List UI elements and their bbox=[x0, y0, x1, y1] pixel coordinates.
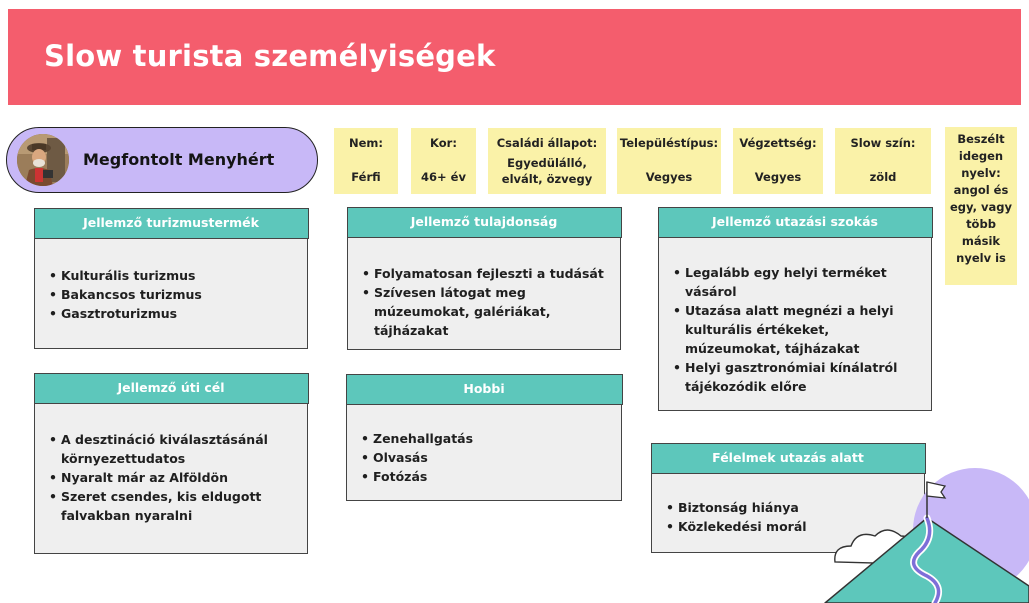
mountain-illustration bbox=[824, 468, 1029, 603]
card-trait-title: Jellemző tulajdonság bbox=[346, 206, 622, 238]
list-item: A desztináció kiválasztásánál környezett… bbox=[49, 430, 297, 468]
list-item: Legalább egy helyi terméket vásárol bbox=[673, 263, 925, 301]
note-settlement-type-label: Településtípus: bbox=[619, 136, 719, 150]
note-gender-label: Nem: bbox=[348, 136, 383, 150]
card-hobby: Hobbi Zenehallgatás Olvasás Fotózás bbox=[345, 373, 623, 501]
list-item: Fotózás bbox=[361, 467, 611, 486]
note-slow-color: Slow szín: zöld bbox=[835, 128, 931, 194]
card-tourism-product-title: Jellemző turizmustermék bbox=[33, 207, 309, 239]
note-slow-color-value: zöld bbox=[869, 170, 897, 184]
mountain-icon bbox=[824, 514, 1029, 603]
card-travel-habit: Jellemző utazási szokás Legalább egy hel… bbox=[657, 206, 933, 411]
list-item: Utazása alatt megnézi a helyi kulturális… bbox=[673, 301, 925, 358]
note-age-value: 46+ év bbox=[421, 170, 466, 184]
note-marital-status-value: Egyedülálló, elvált, özvegy bbox=[501, 156, 593, 186]
note-languages: Beszélt idegen nyelv: angol és egy, vagy… bbox=[945, 127, 1017, 285]
page-title: Slow turista személyiségek bbox=[44, 39, 496, 73]
list-item: Zenehallgatás bbox=[361, 429, 611, 448]
card-trait-list: Folyamatosan fejleszti a tudását Szívese… bbox=[362, 264, 610, 340]
note-education: Végzettség: Vegyes bbox=[733, 128, 823, 194]
list-item: Szeret csendes, kis eldugott falvakban n… bbox=[49, 487, 297, 525]
card-hobby-title: Hobbi bbox=[345, 373, 623, 405]
avatar bbox=[17, 134, 69, 186]
card-trait: Jellemző tulajdonság Folyamatosan fejles… bbox=[346, 206, 622, 350]
card-destination: Jellemző úti cél A desztináció kiválaszt… bbox=[33, 372, 309, 554]
list-item: Kulturális turizmus bbox=[49, 266, 297, 285]
note-age: Kor: 46+ év bbox=[411, 128, 476, 194]
card-destination-list: A desztináció kiválasztásánál környezett… bbox=[49, 430, 297, 525]
list-item: Biztonság hiánya bbox=[666, 498, 914, 517]
note-marital-status: Családi állapot: Egyedülálló, elvált, öz… bbox=[488, 128, 606, 194]
note-slow-color-label: Slow szín: bbox=[850, 136, 916, 150]
list-item: Olvasás bbox=[361, 448, 611, 467]
list-item: Gasztroturizmus bbox=[49, 304, 297, 323]
note-settlement-type: Településtípus: Vegyes bbox=[617, 128, 721, 194]
card-fears-list: Biztonság hiánya Közlekedési morál bbox=[666, 498, 914, 536]
list-item: Nyaralt már az Alföldön bbox=[49, 468, 297, 487]
card-travel-habit-title: Jellemző utazási szokás bbox=[657, 206, 933, 238]
card-tourism-product: Jellemző turizmustermék Kulturális turiz… bbox=[33, 207, 309, 349]
note-marital-status-label: Családi állapot: bbox=[496, 136, 598, 150]
title-banner: Slow turista személyiségek bbox=[8, 9, 1021, 105]
list-item: Bakancsos turizmus bbox=[49, 285, 297, 304]
flag-icon bbox=[926, 481, 947, 518]
card-destination-title: Jellemző úti cél bbox=[33, 372, 309, 404]
card-travel-habit-list: Legalább egy helyi terméket vásárol Utaz… bbox=[673, 263, 925, 396]
list-item: Folyamatosan fejleszti a tudását bbox=[362, 264, 610, 283]
note-education-value: Vegyes bbox=[754, 170, 802, 184]
persona-name: Megfontolt Menyhért bbox=[83, 150, 275, 169]
note-languages-text: Beszélt idegen nyelv: angol és egy, vagy… bbox=[950, 132, 1012, 265]
note-gender-value: Férfi bbox=[351, 170, 381, 184]
list-item: Közlekedési morál bbox=[666, 517, 914, 536]
persona-pill: Megfontolt Menyhért bbox=[6, 127, 318, 193]
card-hobby-list: Zenehallgatás Olvasás Fotózás bbox=[361, 429, 611, 486]
list-item: Helyi gasztronómiai kínálatról tájékozód… bbox=[673, 358, 925, 396]
list-item: Szívesen látogat meg múzeumokat, galériá… bbox=[362, 283, 610, 340]
note-age-label: Kor: bbox=[430, 136, 457, 150]
note-education-label: Végzettség: bbox=[739, 136, 817, 150]
card-fears-title: Félelmek utazás alatt bbox=[650, 442, 926, 474]
card-tourism-product-list: Kulturális turizmus Bakancsos turizmus G… bbox=[49, 266, 297, 323]
note-settlement-type-value: Vegyes bbox=[645, 170, 693, 184]
note-gender: Nem: Férfi bbox=[334, 128, 398, 194]
